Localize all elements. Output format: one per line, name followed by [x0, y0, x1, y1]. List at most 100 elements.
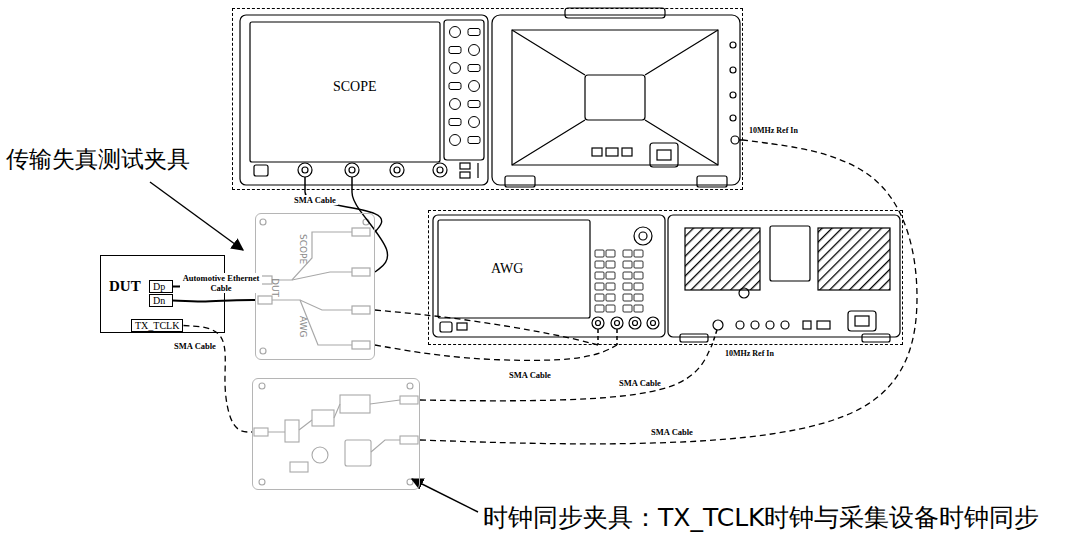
awg-key: [606, 250, 615, 257]
clock-board-parts: [254, 383, 418, 485]
sma-cable: [420, 140, 917, 444]
awg-key: [595, 294, 604, 301]
awg-rear-part: [803, 321, 811, 329]
awg-key: [634, 305, 643, 312]
instrument-stubs-part: [616, 329, 618, 345]
awg-key: [606, 261, 615, 268]
scope-front-part: [250, 22, 440, 162]
fixture-traces-part: [260, 219, 266, 225]
awg-front-part: [634, 227, 652, 245]
scope-front-part: [444, 20, 484, 160]
awg-rear-part: [817, 321, 830, 329]
scope-front: [240, 15, 488, 185]
scope-rear-part: [565, 8, 665, 18]
fixture-traces-part: [272, 300, 352, 310]
instrument-stubs-part: [351, 177, 353, 190]
scope-rear-part: [730, 92, 736, 98]
scope-front-part: [390, 163, 404, 177]
awg-front-part: [633, 321, 638, 326]
clock-board-parts-part: [259, 479, 265, 485]
dut-box: DUTDpDnTX_TCLK: [100, 255, 225, 333]
awg-rear-part: [862, 334, 890, 342]
scope-button: [449, 47, 461, 54]
scope-button: [449, 83, 461, 90]
pin-box: Dp: [149, 280, 173, 293]
node-text: 10MHz Ref In: [725, 349, 774, 358]
awg-key: [623, 250, 632, 257]
instrument-stubs-part: [597, 329, 599, 345]
scope-knob: [469, 117, 480, 128]
scope-rear-part: [492, 15, 740, 185]
awg-rear-part: [818, 228, 890, 290]
scope-front-part: [394, 167, 400, 173]
scope-rear: [492, 8, 743, 187]
awg-key: [595, 261, 604, 268]
scope-instrument: SCOPE10MHz Ref In: [232, 8, 743, 190]
awg-key: [623, 272, 632, 279]
clock-board-parts-part: [340, 395, 370, 413]
callout-leaders-part: [412, 479, 478, 512]
node-text: SCOPE: [298, 234, 308, 264]
scope-rear-part: [505, 176, 535, 187]
clock-board-parts-part: [407, 479, 413, 485]
pin-box: Dn: [149, 294, 173, 307]
fixture-traces-part: [352, 341, 370, 349]
sma-cable: [375, 310, 598, 345]
awg-key: [595, 283, 604, 290]
awg-front-part: [629, 317, 641, 329]
scope-front-part: [460, 172, 470, 178]
instrument-stubs-part: [304, 177, 306, 190]
clock-board-parts-part: [345, 440, 371, 466]
scope-front-part: [460, 163, 470, 169]
clock-board-parts-part: [312, 447, 328, 463]
fixture-traces-part: [352, 228, 370, 236]
awg-rear-part: [751, 321, 759, 329]
awg-key: [623, 305, 632, 312]
awg-rear-part: [855, 316, 869, 326]
fixture-traces-part: [260, 348, 266, 354]
awg-front-part: [639, 232, 647, 240]
scope-front-part: [349, 167, 355, 173]
node-text: SCOPE: [333, 79, 377, 95]
scope-knob: [450, 135, 461, 146]
awg-key: [634, 294, 643, 301]
cable-label: Automotive Ethernet Cable: [180, 273, 262, 293]
clock-board-parts-part: [312, 410, 334, 426]
node-text: 10MHz Ref In: [749, 126, 798, 135]
scope-rear-part: [697, 176, 727, 187]
clock-sync-board: 时钟同步夹具：TX_TCLK时钟与采集设备时钟同步: [252, 378, 420, 490]
awg-rear-part: [848, 311, 876, 331]
awg-rear-part: [770, 226, 810, 281]
awg-front: [433, 215, 665, 337]
fixture-traces-part: [352, 268, 370, 276]
scope-rear-part: [622, 148, 632, 156]
awg-rear-part: [766, 321, 774, 329]
scope-rear-part: [606, 148, 618, 156]
scope-rear-part: [512, 30, 718, 165]
clock-board-parts-part: [400, 436, 418, 444]
awg-rear-part: [713, 320, 723, 330]
scope-controls: [449, 27, 480, 146]
scope-button: [449, 119, 461, 126]
node-text: 传输失真测试夹具: [6, 144, 190, 175]
scope-front-part: [254, 165, 268, 176]
awg-front-part: [651, 321, 656, 326]
scope-knob: [450, 99, 461, 110]
test-fixture-board: 传输失真测试夹具SCOPEDUTAWG: [255, 213, 375, 360]
scope-front-part: [240, 15, 488, 185]
awg-key: [606, 272, 615, 279]
awg-keypad: [595, 250, 643, 312]
clock-board-parts-part: [285, 420, 299, 442]
node-text: AWG: [298, 316, 308, 338]
clock-board-parts-part: [290, 462, 308, 472]
awg-key: [606, 305, 615, 312]
scope-rear-part: [657, 150, 671, 160]
pin-box: TX_TCLK: [131, 319, 183, 332]
awg-rear-part: [668, 215, 900, 337]
awg-key: [634, 261, 643, 268]
scope-front-part: [345, 163, 359, 177]
sma-cable: [375, 345, 617, 360]
pin-name: Dn: [153, 295, 169, 306]
